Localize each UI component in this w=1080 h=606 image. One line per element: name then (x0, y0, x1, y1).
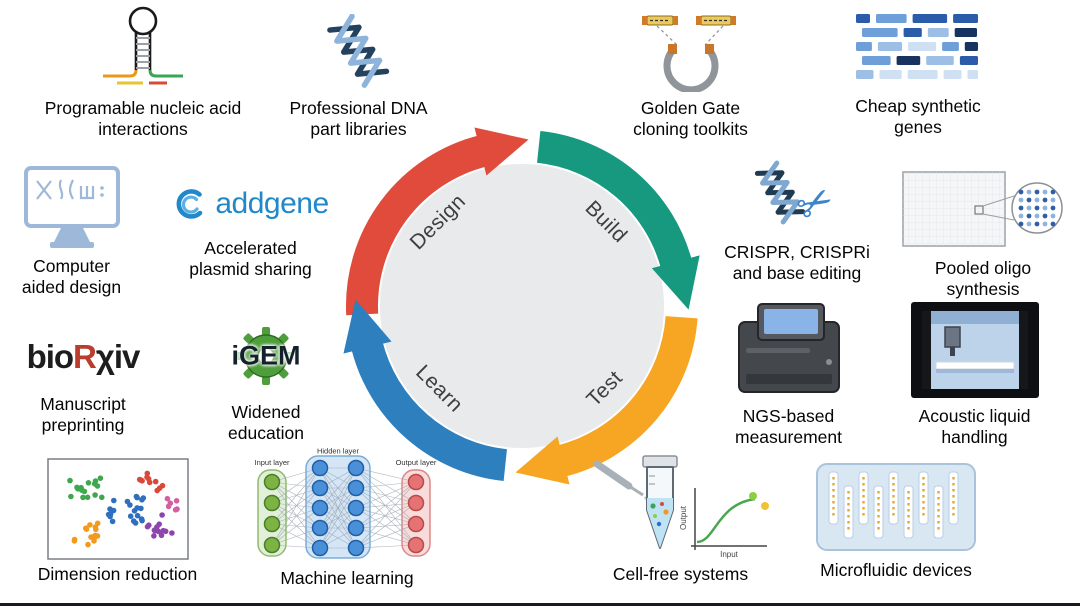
crispr-scissors-icon: ✂ (754, 160, 842, 232)
caption-oligo: Pooled oligo synthesis (934, 258, 1032, 300)
caption-crispr: CRISPR, CRISPRi and base editing (724, 242, 870, 284)
item-dna-parts: Professional DNA part libraries (256, 14, 461, 141)
caption-addgene: Accelerated plasmid sharing (189, 238, 312, 280)
item-biorxiv: bioRχiv Manuscript preprinting (4, 338, 162, 437)
caption-dimred: Dimension reduction (37, 564, 198, 584)
nn-hidden-label: Hidden layer (317, 447, 360, 456)
caption-nucleic-acid: Programable nucleic acid interactions (44, 98, 242, 140)
dna-helix-icon (326, 14, 389, 88)
nn-output-label: Output layer (396, 458, 437, 467)
caption-ml: Machine learning (280, 568, 414, 588)
item-synthetic-genes: Cheap synthetic genes (818, 14, 1018, 139)
monitor-icon (23, 166, 120, 248)
caption-acoustic: Acoustic liquid handling (918, 406, 1031, 448)
biorxiv-xiv: χiv (95, 338, 141, 375)
nn-hidden-nodes (311, 459, 365, 557)
caption-igem: Widened education (228, 402, 304, 444)
nn-output-nodes (407, 473, 425, 554)
gear-icon (237, 327, 295, 385)
item-acoustic: Acoustic liquid handling (872, 300, 1077, 449)
caption-ngs: NGS-based measurement (735, 406, 842, 448)
cycle-inner-disc (380, 164, 664, 448)
sequencer-icon (737, 303, 840, 393)
cycle-arc-design (345, 127, 529, 316)
item-cellfree: Output Input Cell-free systems (578, 452, 783, 585)
dbtl-cycle: Design Build Test Learn (343, 127, 700, 485)
pipette-icon (593, 460, 632, 490)
nn-input-label: Input layer (254, 458, 290, 467)
item-cad: Computer aided design (4, 164, 139, 299)
gene-bricks-icon (856, 14, 978, 79)
cellfree-icon: Output Input (593, 455, 769, 559)
test-tube-icon (641, 455, 678, 468)
item-dimred: Dimension reduction (20, 458, 215, 585)
hairpin-icon (103, 6, 183, 85)
plasmid-icon (641, 15, 736, 92)
caption-cad: Computer aided design (21, 256, 122, 298)
caption-synthetic-genes: Cheap synthetic genes (855, 96, 981, 138)
cycle-arc-test (515, 315, 698, 485)
igem-wordmark: iGEM (231, 340, 301, 371)
cycle-arc-build (536, 130, 700, 310)
item-microfluidic: Microfluidic devices (796, 460, 996, 581)
addgene-swirl-icon (176, 189, 203, 219)
item-addgene: addgene Accelerated plasmid sharing (148, 186, 353, 281)
neural-network: Input layer Hidden layer Output layer (254, 447, 437, 559)
biorxiv-r: R (73, 338, 97, 375)
item-nucleic-acid: Programable nucleic acid interactions (18, 4, 268, 141)
item-igem: iGEM Widened education (200, 320, 332, 445)
caption-golden-gate: Golden Gate cloning toolkits (633, 98, 748, 140)
caption-biorxiv: Manuscript preprinting (40, 394, 126, 436)
addgene-wordmark: addgene (215, 187, 329, 220)
igem-logo: iGEM (211, 320, 321, 392)
biorxiv-logo: bioRχiv (26, 338, 141, 376)
caption-microfluidic: Microfluidic devices (820, 560, 972, 580)
cycle-arc-learn (343, 299, 508, 482)
scatter-plot (46, 458, 189, 560)
item-ngs: NGS-based measurement (706, 302, 871, 449)
item-crispr: ✂ CRISPR, CRISPRi and base editing (702, 158, 892, 285)
item-ml: Input layer Hidden layer Output layer Ma… (238, 446, 456, 589)
addgene-logo: addgene (172, 186, 329, 222)
caption-cellfree: Cell-free systems (612, 564, 749, 584)
biorxiv-bio: bio (26, 338, 74, 375)
bottom-border (0, 603, 1080, 606)
response-plot: Output Input (679, 488, 769, 559)
oligo-grid-icon (902, 171, 1063, 247)
item-golden-gate: Golden Gate cloning toolkits (588, 8, 793, 141)
plot-y-label: Output (679, 505, 688, 530)
microfluidic-chip-icon (816, 463, 976, 551)
item-oligo: Pooled oligo synthesis (892, 166, 1074, 301)
caption-dna-parts: Professional DNA part libraries (289, 98, 428, 140)
liquid-handler-icon (910, 302, 1039, 398)
nn-input-nodes (263, 473, 281, 554)
scissors-icon: ✂ (788, 174, 842, 232)
plot-x-label: Input (720, 550, 739, 559)
